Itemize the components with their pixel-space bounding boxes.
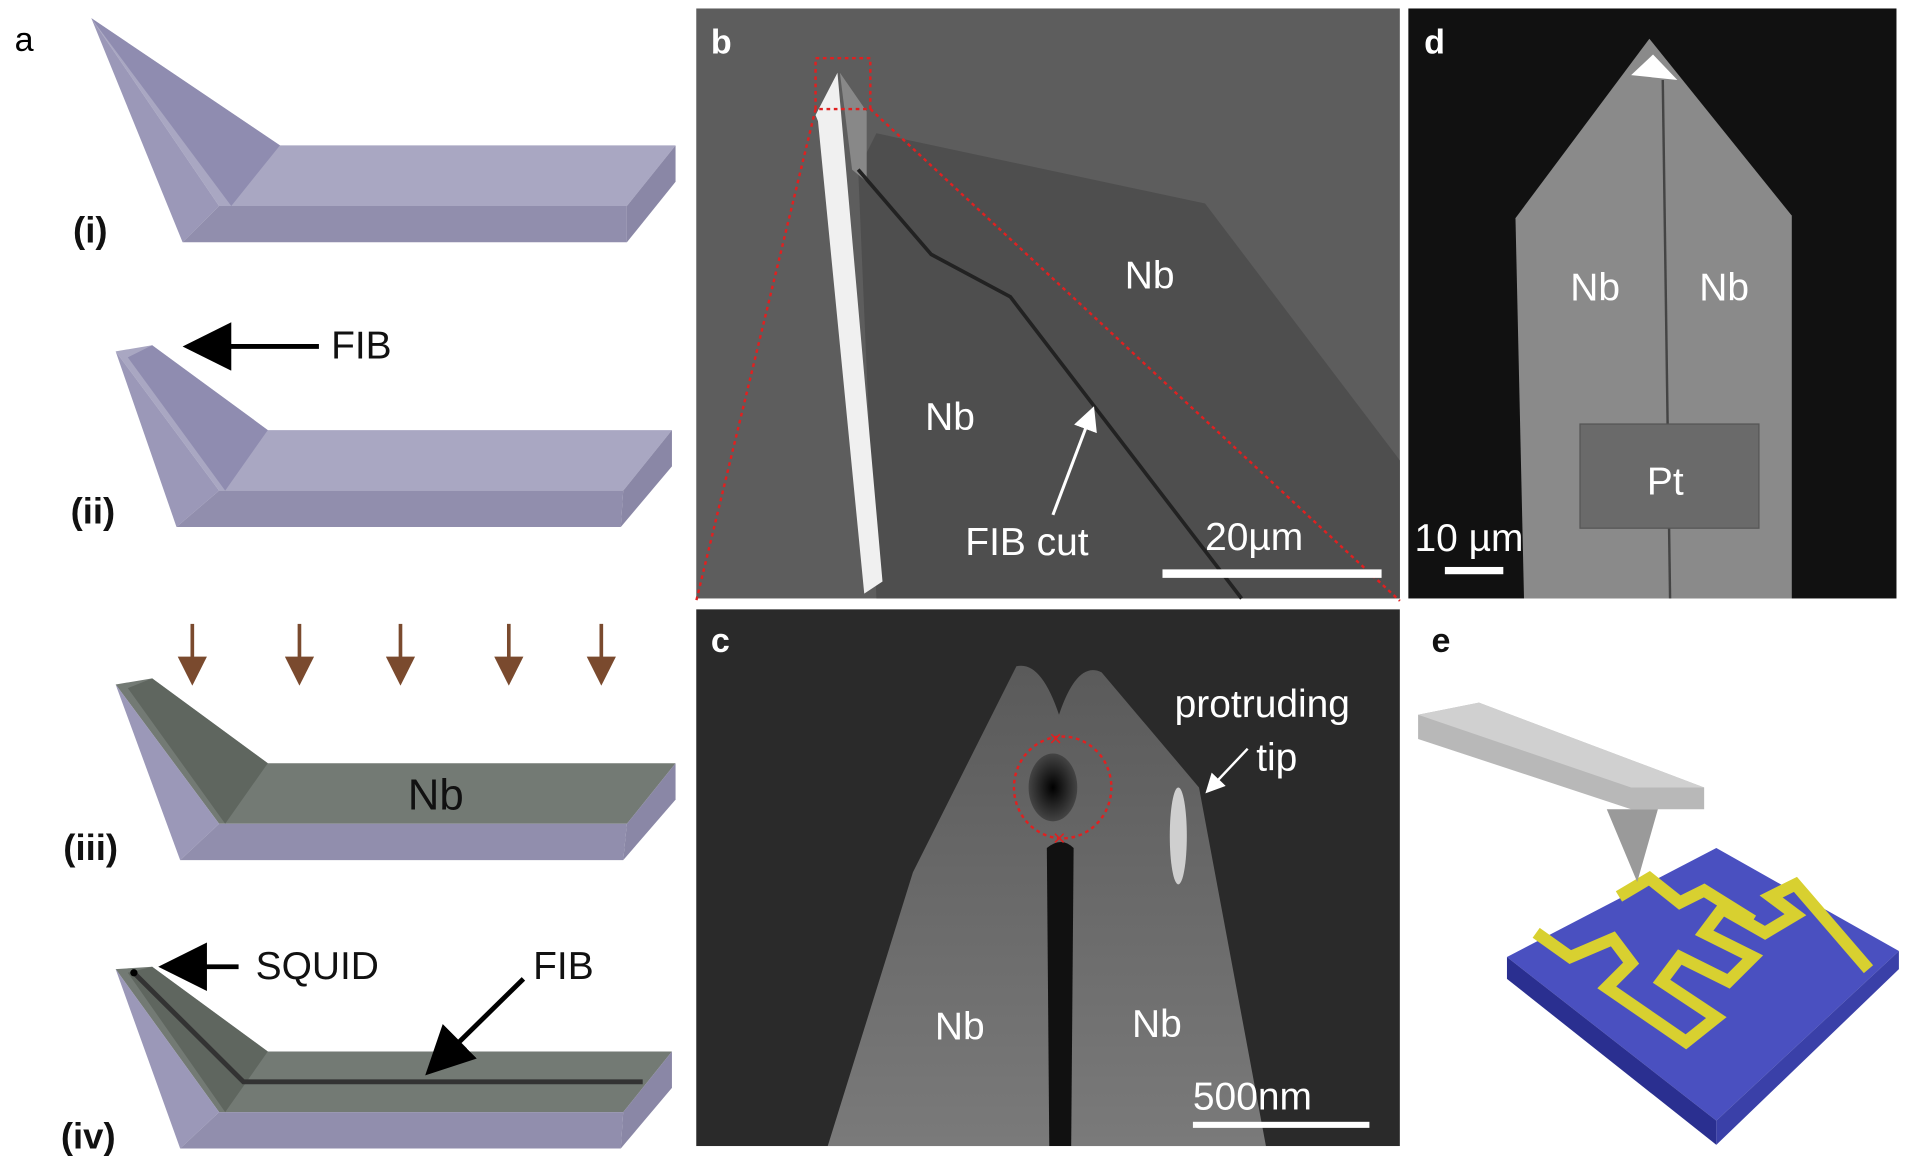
nb-label-a: Nb	[408, 770, 464, 819]
nb-label-d2: Nb	[1699, 267, 1749, 310]
panel-label-a: a	[15, 21, 34, 59]
meander-wire	[1532, 876, 1874, 1050]
cantilever-step-iv	[115, 966, 672, 1149]
marker-top-icon: ×	[1049, 726, 1062, 751]
scale-label-b: 20µm	[1205, 516, 1303, 559]
nb-label-b1: Nb	[1125, 254, 1175, 297]
panel-b: b Nb Nb FIB cut 20µm	[695, 8, 1401, 602]
marker-bottom-icon: ×	[1053, 826, 1066, 851]
scale-bar-d	[1444, 566, 1504, 575]
panel-d: d Nb Nb Pt 10 µm	[1408, 8, 1897, 599]
fib-label-2: FIB	[533, 945, 594, 988]
panel-label-e: e	[1431, 622, 1450, 660]
panel-c: × × c protruding tip Nb Nb 500nm	[696, 609, 1400, 1147]
cantilever-step-ii	[115, 345, 672, 527]
panel-label-c: c	[711, 622, 730, 660]
panel-label-d: d	[1424, 23, 1445, 61]
cantilever-step-i	[91, 18, 676, 243]
cantilever-step-iii	[115, 678, 676, 861]
nb-label-c2: Nb	[1132, 1003, 1182, 1046]
step-label-iv: (iv)	[61, 1116, 116, 1157]
step-label-i: (i)	[73, 209, 107, 250]
arrows-deposition	[177, 623, 616, 686]
fib-cut-label: FIB cut	[965, 521, 1089, 564]
scale-label-c: 500nm	[1193, 1076, 1312, 1119]
scale-bar-c	[1192, 1121, 1370, 1128]
panel-label-b: b	[711, 23, 732, 61]
fib-label: FIB	[331, 325, 392, 368]
protruding-label: protruding	[1175, 683, 1350, 726]
scale-label-d: 10 µm	[1414, 517, 1523, 560]
nb-label-c1: Nb	[935, 1006, 985, 1049]
squid-label: SQUID	[256, 945, 379, 988]
probe-tip	[1606, 809, 1658, 882]
tip-label: tip	[1256, 737, 1297, 780]
scale-bar-b	[1162, 569, 1382, 578]
panel-e: e	[1418, 622, 1899, 1145]
nb-label-d1: Nb	[1570, 267, 1620, 310]
nb-label-b2: Nb	[925, 396, 975, 439]
pt-label: Pt	[1647, 460, 1684, 503]
step-label-iii: (iii)	[63, 827, 118, 868]
step-label-ii: (ii)	[71, 490, 116, 531]
panel-a: a (i) FIB (ii) Nb (iii)	[15, 18, 676, 1156]
